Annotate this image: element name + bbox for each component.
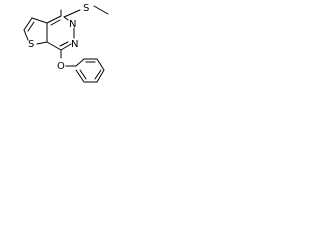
phenoxy-group (60, 49, 105, 83)
bond-c7a-c2 (46, 15, 62, 24)
phenyl-bond-6 (75, 69, 85, 83)
phenyl-inner-2 (94, 69, 102, 80)
molecule-diagram: S N N S O (0, 0, 123, 95)
phenyl-bond-3 (96, 58, 105, 71)
atom-n-top: N (69, 19, 76, 30)
bond-c7a-c7 (31, 17, 48, 24)
thiophene-ring (23, 17, 48, 45)
phenyl-bond-1 (75, 58, 85, 67)
bond-n-right-c4 (60, 43, 72, 51)
bond-c6-s (23, 29, 29, 41)
bond-c7-c6-double (27, 21, 35, 32)
methylthio-group (60, 5, 109, 18)
phenyl-inner-3 (79, 69, 87, 80)
structure-svg: S N N S O (23, 3, 109, 83)
atom-n-right: N (71, 39, 78, 50)
bond-c2-s (63, 9, 81, 18)
bond-s-ch3 (93, 5, 109, 15)
bond-inner-1 (50, 19, 61, 26)
bond-c2-n-top (63, 16, 69, 21)
phenyl-bond-4 (96, 69, 105, 83)
atom-s-methylthio: S (83, 3, 89, 14)
bond-inner-2 (59, 41, 69, 47)
bond-c4-c4a (46, 41, 62, 51)
bond-s-c4a (36, 41, 48, 45)
bond-c7-c6 (23, 17, 33, 31)
pyrimidine-ring (46, 15, 75, 51)
atom-s-thiophene: S (28, 39, 34, 50)
atom-o-ether: O (57, 61, 65, 72)
